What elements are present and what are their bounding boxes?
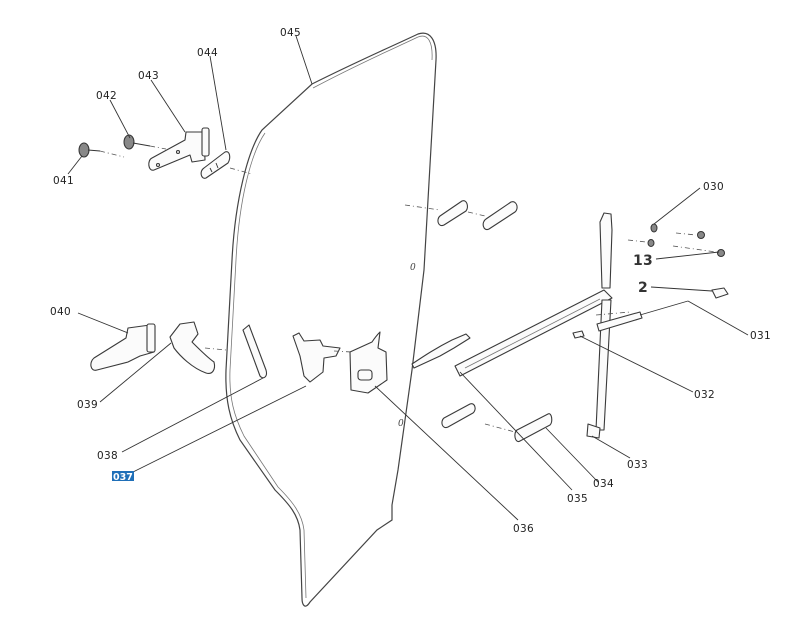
latch-mechanism[interactable] <box>292 332 341 383</box>
label-042[interactable]: 042 <box>96 90 117 102</box>
assembly-line <box>467 211 486 217</box>
assembly-line <box>484 423 516 433</box>
label-13[interactable]: 13 <box>633 253 653 269</box>
assembly-line <box>99 150 125 158</box>
nut[interactable] <box>697 231 705 239</box>
upper-hinge[interactable] <box>148 127 210 171</box>
nut-13[interactable] <box>717 249 725 257</box>
label-2[interactable]: 2 <box>638 280 648 296</box>
label-032[interactable]: 032 <box>694 389 715 401</box>
hinge-plate-right-a[interactable] <box>437 200 468 227</box>
label-031[interactable]: 031 <box>750 330 771 342</box>
label-033[interactable]: 033 <box>627 459 648 471</box>
washer[interactable] <box>647 239 655 247</box>
assembly-line <box>627 239 647 243</box>
lower-bracket-plate[interactable] <box>441 403 476 429</box>
assembly-line <box>149 145 167 150</box>
assembly-line <box>404 204 441 211</box>
assembly-line <box>675 232 697 236</box>
regulator-rail[interactable] <box>586 212 613 439</box>
leader-lines <box>67 35 749 521</box>
screw-042[interactable] <box>123 134 151 150</box>
label-045[interactable]: 045 <box>280 27 301 39</box>
door-handle[interactable] <box>169 321 216 374</box>
catch-plate[interactable] <box>411 333 471 369</box>
lower-hinge[interactable] <box>90 323 156 371</box>
label-040[interactable]: 040 <box>50 306 71 318</box>
lower-bracket[interactable] <box>514 413 553 443</box>
link-rod[interactable] <box>242 324 267 379</box>
label-036[interactable]: 036 <box>513 523 534 535</box>
assembly-line <box>333 350 353 353</box>
glass-mark-lower: 0 <box>398 419 404 429</box>
door-lock[interactable] <box>349 331 388 394</box>
label-035[interactable]: 035 <box>567 493 588 505</box>
assembly-line <box>204 347 227 351</box>
label-039[interactable]: 039 <box>77 399 98 411</box>
label-041[interactable]: 041 <box>53 175 74 187</box>
regulator-arm[interactable] <box>454 289 613 377</box>
assembly-line <box>229 167 253 175</box>
label-037[interactable]: 037 <box>113 472 133 483</box>
clip-2[interactable] <box>711 287 729 299</box>
label-038[interactable]: 038 <box>97 450 118 462</box>
label-030[interactable]: 030 <box>703 181 724 193</box>
label-044[interactable]: 044 <box>197 47 218 59</box>
glass-mark-upper: 0 <box>410 263 416 273</box>
door-glass[interactable] <box>225 32 437 607</box>
hinge-plate[interactable] <box>200 151 231 179</box>
washer-030[interactable] <box>650 223 658 233</box>
assembly-line <box>672 245 717 253</box>
hinge-plate-right-b[interactable] <box>482 201 518 231</box>
label-034[interactable]: 034 <box>593 478 614 490</box>
label-043[interactable]: 043 <box>138 70 159 82</box>
label-037-selected[interactable]: 037 <box>112 471 134 483</box>
screw-041[interactable] <box>78 142 101 158</box>
gas-strut[interactable] <box>595 300 689 332</box>
